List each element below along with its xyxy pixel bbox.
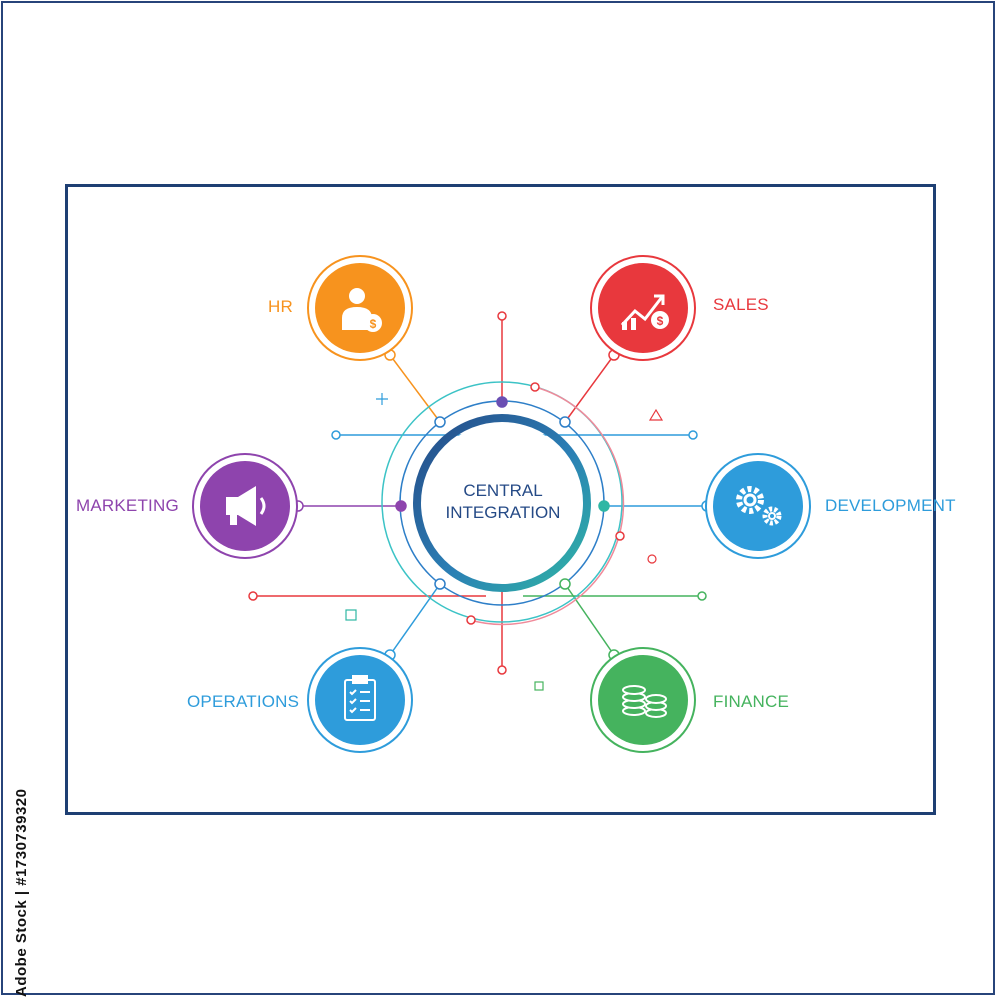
label-operations: OPERATIONS — [187, 692, 300, 711]
finance-connector — [564, 583, 615, 656]
outer-teal-ring — [381, 381, 623, 623]
center-title-line-2: INTEGRATION — [445, 503, 561, 522]
center-main-ring — [413, 414, 591, 592]
label-development: DEVELOPMENT — [825, 496, 956, 515]
svg-text:$: $ — [657, 314, 664, 328]
small-circle-shape — [647, 554, 657, 564]
node-operations — [307, 647, 413, 753]
square-shape — [345, 609, 357, 621]
node-finance — [590, 647, 696, 753]
gears-icon — [736, 486, 782, 526]
operations-connector — [389, 583, 441, 656]
label-marketing: MARKETING — [76, 496, 179, 515]
megaphone-icon — [226, 486, 266, 526]
plus-shape — [376, 393, 388, 405]
sales-connector — [564, 354, 615, 423]
stock-id-text: Adobe Stock | #1730739320 — [13, 788, 30, 997]
node-sales: $ — [590, 255, 696, 361]
label-hr: HR — [268, 297, 293, 316]
label-finance: FINANCE — [713, 692, 790, 711]
label-sales: SALES — [713, 295, 769, 314]
center-title: CENTRAL INTEGRATION — [425, 480, 581, 524]
coin-stacks-icon — [622, 685, 667, 718]
center-fill — [422, 423, 582, 583]
svg-text:$: $ — [370, 317, 377, 331]
small-square-shape — [534, 681, 544, 691]
hr-connector — [389, 354, 441, 423]
triangle-shape — [648, 408, 664, 421]
clipboard-checklist-icon — [344, 675, 376, 721]
node-marketing — [192, 453, 298, 559]
node-development — [705, 453, 811, 559]
center-title-line-1: CENTRAL — [463, 481, 543, 500]
node-hr: $ — [307, 255, 413, 361]
decorative-shapes — [345, 393, 664, 691]
person-dollar-icon: $ — [342, 288, 382, 332]
diagram-frame — [65, 184, 936, 815]
growth-chart-dollar-icon: $ — [620, 294, 669, 330]
